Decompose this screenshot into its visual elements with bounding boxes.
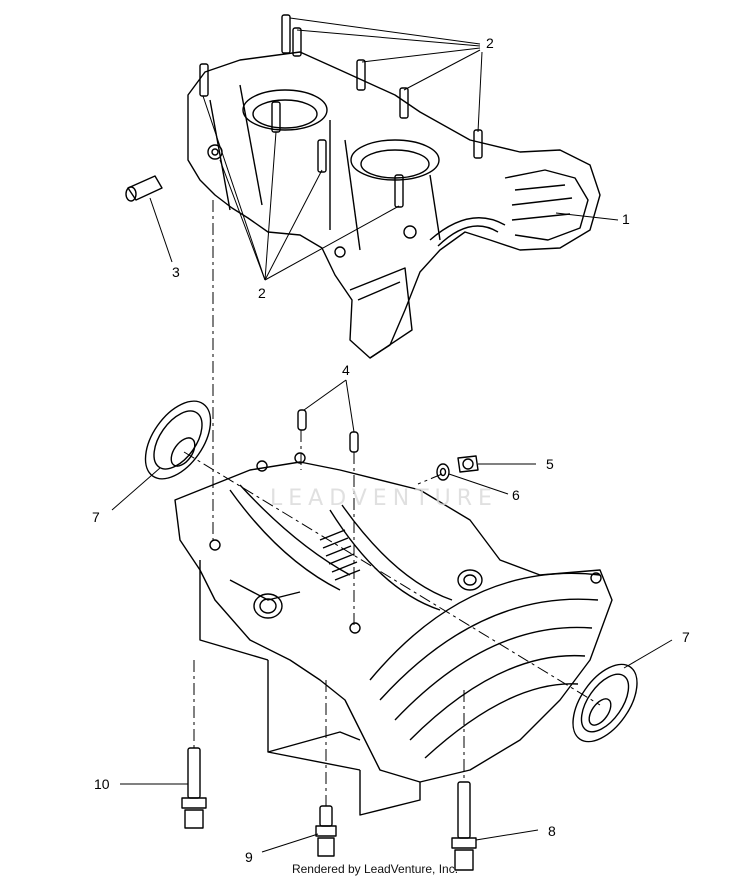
dowel-pins-part-4 xyxy=(297,409,359,453)
bolt-part-10 xyxy=(181,747,207,829)
bolt-part-5 xyxy=(457,455,479,473)
callout-9: 9 xyxy=(245,849,253,865)
upper-crankcase xyxy=(187,14,601,359)
callout-7-right: 7 xyxy=(682,629,690,645)
bolt-part-9 xyxy=(315,805,337,857)
callout-5: 5 xyxy=(546,456,554,472)
callout-10: 10 xyxy=(94,776,110,792)
watermark: LEADVENTURE xyxy=(270,486,498,511)
callout-8: 8 xyxy=(548,823,556,839)
callout-7-left: 7 xyxy=(92,509,100,525)
callout-6: 6 xyxy=(512,487,520,503)
bolt-part-3 xyxy=(125,175,163,202)
callout-labels: 1 2 2 3 4 5 6 7 7 8 9 10 xyxy=(92,35,690,865)
oil-seal-right xyxy=(572,663,638,743)
footer-credit: Rendered by LeadVenture, Inc. xyxy=(291,862,459,876)
washer-part-6 xyxy=(436,463,450,481)
callout-4: 4 xyxy=(342,362,350,378)
leader-lines xyxy=(111,17,673,853)
callout-3: 3 xyxy=(172,264,180,280)
alignment-lines xyxy=(183,200,601,806)
oil-seal-left xyxy=(144,400,212,480)
callout-2-bottom: 2 xyxy=(258,285,266,301)
callout-1: 1 xyxy=(622,211,630,227)
callout-2-top: 2 xyxy=(486,35,494,51)
bolt-part-8 xyxy=(451,781,477,871)
